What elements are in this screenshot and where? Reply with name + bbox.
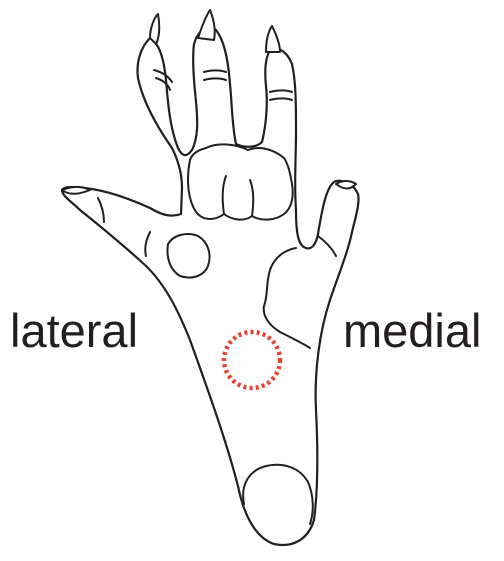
medial-label: medial <box>343 301 481 361</box>
claw-digit-4 <box>266 26 280 52</box>
lateral-label: lateral <box>10 301 138 361</box>
claw-digit-2 <box>150 14 159 44</box>
paw-outline <box>62 28 359 545</box>
claw-digit-3 <box>198 10 215 40</box>
